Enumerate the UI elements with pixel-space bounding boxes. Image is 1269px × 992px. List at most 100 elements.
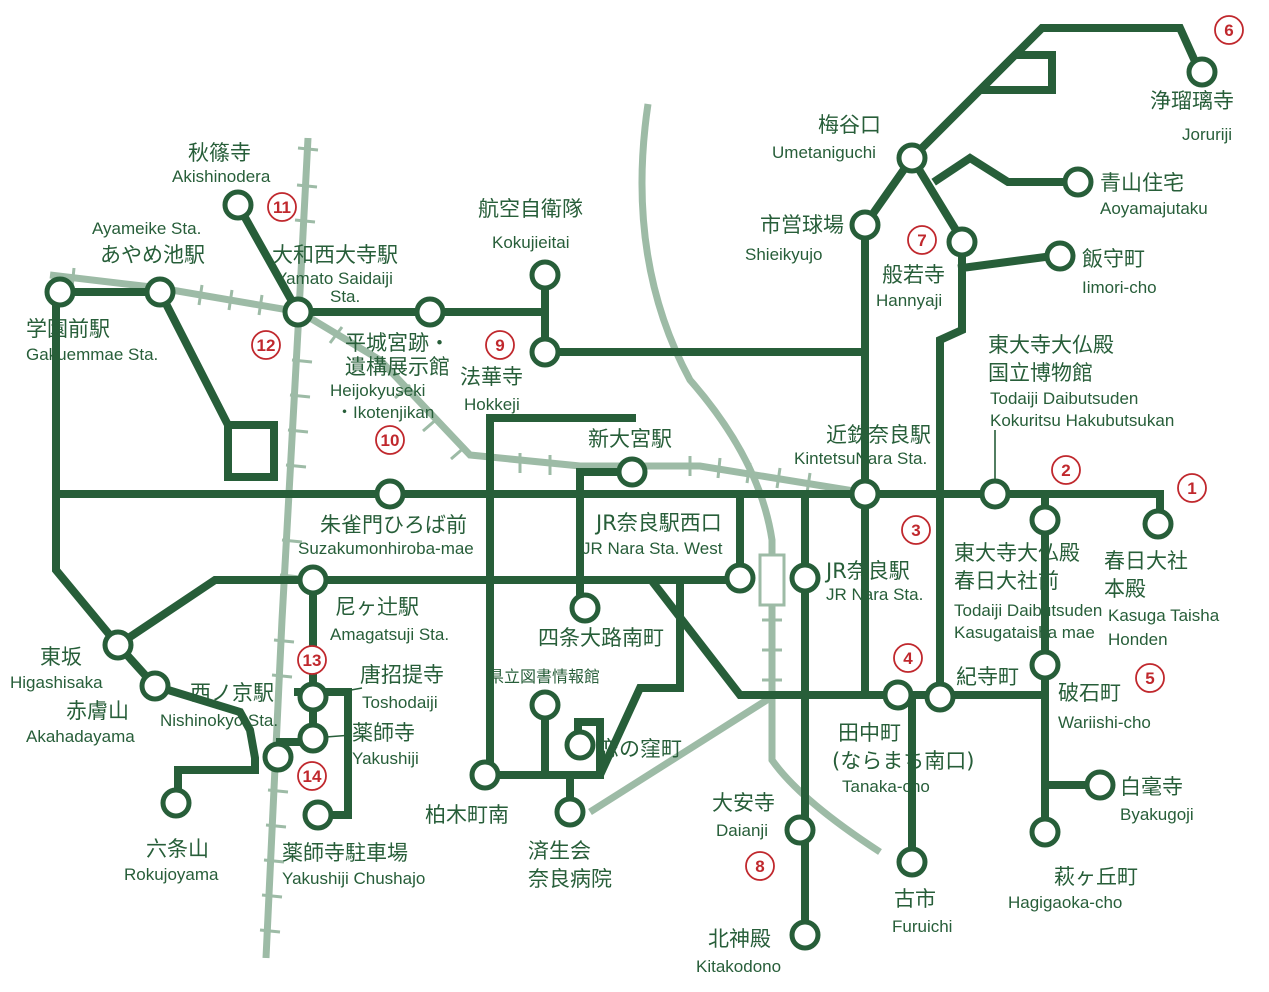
stop-saidaiji[interactable] <box>282 296 314 328</box>
stop-joruriji[interactable] <box>1186 56 1218 88</box>
stop-iimori[interactable] <box>1044 240 1076 272</box>
stop-koinokubo[interactable] <box>564 729 596 761</box>
label-hannyaji-en: Hannyaji <box>876 291 942 310</box>
label-kasuga-honden-jp1: 春日大社 <box>1104 549 1188 573</box>
route-number-6: 6 <box>1224 21 1233 40</box>
label-hokkeji-jp: 法華寺 <box>460 365 523 389</box>
label-kashiwagi-jp: 柏木町南 <box>425 803 509 827</box>
stop-labels: 浄瑠璃寺 Joruriji 梅谷口 Umetaniguchi 青山住宅 Aoya… <box>10 89 1234 976</box>
stop-higashisaka[interactable] <box>102 629 134 661</box>
stop-rokujoyama[interactable] <box>160 787 192 819</box>
stop-kokujieitai[interactable] <box>529 259 561 291</box>
stop-jr-nara[interactable] <box>789 562 821 594</box>
label-toshodaiji-jp: 唐招提寺 <box>360 663 444 687</box>
stop-tanaka[interactable] <box>882 679 914 711</box>
stop-shieikyujo[interactable] <box>849 209 881 241</box>
stop-furuichi[interactable] <box>896 846 928 878</box>
stop-hagigaoka[interactable] <box>1029 816 1061 848</box>
stop-kitakodono[interactable] <box>789 919 821 951</box>
route-number-2: 2 <box>1061 461 1070 480</box>
route-number-14: 14 <box>303 767 322 786</box>
label-joruriji-en: Joruriji <box>1182 125 1232 144</box>
label-shieikyujo-en: Shieikyujo <box>745 245 823 264</box>
label-higashisaka-en: Higashisaka <box>10 673 103 692</box>
route-number-9: 9 <box>495 336 504 355</box>
label-daianji-jp: 大安寺 <box>712 791 775 815</box>
label-kasuga-mae-jp1: 東大寺大仏殿 <box>954 541 1080 565</box>
stop-umetaniguchi[interactable] <box>896 142 928 174</box>
label-kasuga-honden-jp2: 本殿 <box>1104 577 1146 601</box>
label-kasuga-honden-en2: Honden <box>1108 630 1168 649</box>
stop-hannyaji[interactable] <box>946 226 978 258</box>
stop-yakushiji[interactable] <box>297 722 329 754</box>
stop-kidera[interactable] <box>924 681 956 713</box>
route-number-8: 8 <box>755 857 764 876</box>
stop-shinomiya[interactable] <box>616 456 648 488</box>
stop-akishinodera[interactable] <box>222 189 254 221</box>
label-todaiji-museum-jp2: 国立博物館 <box>988 361 1093 385</box>
label-kokujieitai-jp: 航空自衛隊 <box>478 197 583 221</box>
route-hokkeji <box>541 308 869 356</box>
route-shinomiya <box>576 468 636 609</box>
stop-kasuga-mae[interactable] <box>1029 504 1061 536</box>
stop-jr-west[interactable] <box>724 562 756 594</box>
label-kasuga-honden-en1: Kasuga Taisha <box>1108 606 1220 625</box>
stop-ayameike[interactable] <box>144 276 176 308</box>
route-west-loop <box>52 288 259 804</box>
label-heijo-en2: ・Ikotenjikan <box>336 403 434 422</box>
label-wariishi-jp: 破石町 <box>1058 681 1121 705</box>
label-iimori-en: Iimori-cho <box>1082 278 1157 297</box>
stop-saidaiji-east[interactable] <box>414 296 446 328</box>
stop-saiseikai[interactable] <box>554 796 586 828</box>
label-umetaniguchi-en: Umetaniguchi <box>772 143 876 162</box>
route-number-1: 1 <box>1187 479 1196 498</box>
label-rokujoyama-jp: 六条山 <box>146 837 209 861</box>
label-amagatsuji-en: Amagatsuji Sta. <box>330 625 449 644</box>
stop-kintetsu-nara[interactable] <box>849 478 881 510</box>
label-iimori-jp: 飯守町 <box>1082 247 1145 271</box>
label-saidaiji-jp: 大和西大寺駅 <box>272 243 398 267</box>
route-hannyaji <box>906 152 1065 704</box>
stop-shijo[interactable] <box>569 592 601 624</box>
label-kasuga-mae-en1: Todaiji Daibutsuden <box>954 601 1102 620</box>
label-shijo-jp: 四条大路南町 <box>538 626 664 650</box>
stop-kashiwagi[interactable] <box>469 759 501 791</box>
stop-wariishi[interactable] <box>1029 649 1061 681</box>
stop-gakuenmae[interactable] <box>44 276 76 308</box>
label-saidaiji-en1: Yamato Saidaiji <box>276 269 393 288</box>
label-gakuenmae-en: Gakuemmae Sta. <box>26 345 158 364</box>
label-hagigaoka-jp: 萩ヶ丘町 <box>1054 865 1138 889</box>
label-tanaka-jp2: (ならまち南口) <box>832 749 974 773</box>
label-jr-west-jp: JR奈良駅西口 <box>594 511 722 535</box>
stop-akahadayama[interactable] <box>139 670 171 702</box>
label-byakugoji-en: Byakugoji <box>1120 805 1194 824</box>
route-number-12: 12 <box>257 336 276 355</box>
label-kitakodono-en: Kitakodono <box>696 957 781 976</box>
label-gakuenmae-jp: 学園前駅 <box>26 317 110 341</box>
stop-toshodaiji[interactable] <box>297 681 329 713</box>
stop-library[interactable] <box>529 689 561 721</box>
label-yakushiji-en: Yakushiji <box>352 749 419 768</box>
label-kasuga-mae-jp2: 春日大社前 <box>954 569 1059 593</box>
label-tanaka-en: Tanaka-cho <box>842 777 930 796</box>
label-yakushiji-parking-en: Yakushiji Chushajo <box>282 869 425 888</box>
stop-aoyamajutaku[interactable] <box>1062 166 1094 198</box>
label-heijo-jp1: 平城宮跡・ <box>345 331 450 355</box>
stop-heijo-main[interactable] <box>374 478 406 510</box>
stop-todaiji-museum[interactable] <box>979 478 1011 510</box>
label-suzakumon-jp: 朱雀門ひろば前 <box>320 513 467 537</box>
label-tanaka-jp1: 田中町 <box>838 721 901 745</box>
stop-kasuga-honden[interactable] <box>1142 508 1174 540</box>
label-kasuga-mae-en2: Kasugataisha mae <box>954 623 1095 642</box>
rail-kintetsu-kyoto-line <box>262 137 312 959</box>
stop-hokkeji[interactable] <box>529 336 561 368</box>
stop-suzakumon[interactable] <box>297 564 329 596</box>
stop-yakushiji-parking[interactable] <box>302 799 334 831</box>
stop-byakugoji[interactable] <box>1084 769 1116 801</box>
label-suzakumon-en: Suzakumonhiroba-mae <box>298 539 474 558</box>
stop-nishinokyo[interactable] <box>262 741 294 773</box>
rail-jr-line <box>638 103 882 855</box>
stop-daianji[interactable] <box>784 814 816 846</box>
label-shinomiya-jp: 新大宮駅 <box>588 427 672 451</box>
label-furuichi-en: Furuichi <box>892 917 952 936</box>
